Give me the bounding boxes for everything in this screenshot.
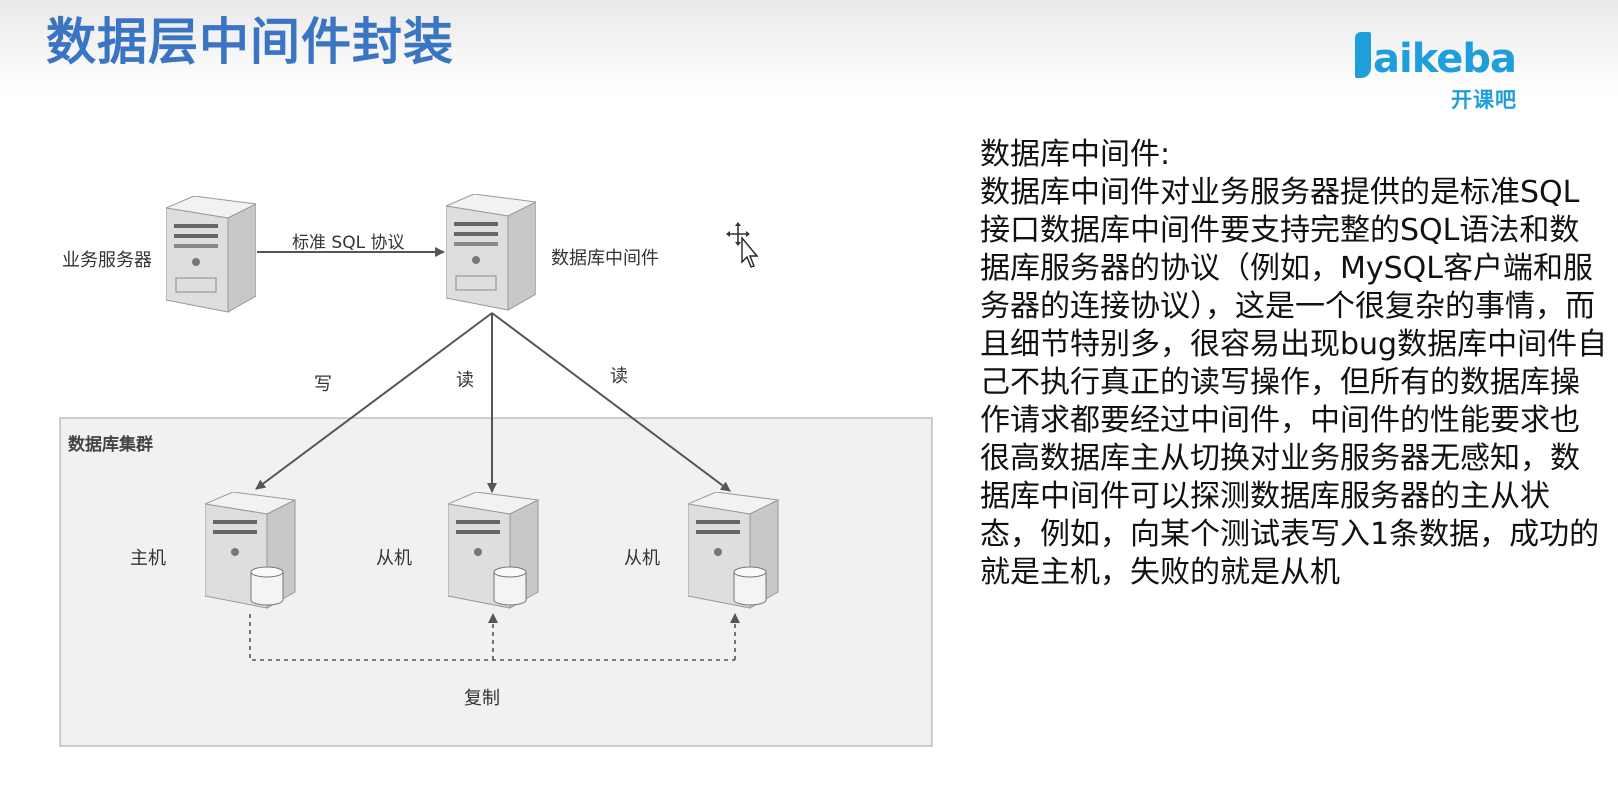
slave-1-db-server-icon: [448, 492, 540, 609]
cluster-label: 数据库集群: [68, 435, 153, 455]
read-label-2: 读: [610, 366, 628, 387]
title-band: [0, 0, 1618, 96]
write-label: 写: [314, 374, 332, 395]
slave-2-label: 从机: [624, 548, 660, 569]
slide-title: 数据层中间件封装: [46, 13, 454, 71]
replication-label: 复制: [464, 688, 500, 709]
middleware-label: 数据库中间件: [551, 248, 659, 269]
description-panel: 数据库中间件: 数据库中间件对业务服务器提供的是标准SQL接口数据库中间件要支持…: [980, 136, 1608, 592]
kaikeba-logo: aikeba 开课吧: [1353, 32, 1543, 112]
replication-lines: [249, 613, 740, 661]
sql-protocol-label: 标准 SQL 协议: [292, 233, 405, 253]
read-arrow-2: [491, 312, 731, 492]
slave-2-db-server-icon: [688, 492, 780, 609]
logo-wordmark: aikeba: [1355, 32, 1517, 82]
logo-word-text: aikeba: [1373, 36, 1517, 82]
read-label-1: 读: [456, 370, 474, 391]
write-arrow: [255, 312, 493, 490]
logo-subtitle: 开课吧: [1451, 88, 1517, 112]
description-body: 数据库中间件对业务服务器提供的是标准SQL接口数据库中间件要支持完整的SQL语法…: [980, 175, 1608, 590]
logo-k-icon: [1355, 32, 1371, 78]
architecture-diagram: 业务服务器 标准 SQL 协议 数据库中间件 写 读 读 数据库集群 主机 从机…: [0, 120, 960, 760]
move-cursor-icon: [726, 222, 759, 268]
slave-1-label: 从机: [376, 548, 412, 569]
business-server-label: 业务服务器: [62, 250, 152, 271]
description-heading: 数据库中间件:: [980, 137, 1171, 172]
master-label: 主机: [130, 548, 166, 569]
master-db-server-icon: [205, 492, 297, 609]
business-server-icon: [166, 196, 256, 313]
middleware-server-icon: [446, 194, 536, 311]
